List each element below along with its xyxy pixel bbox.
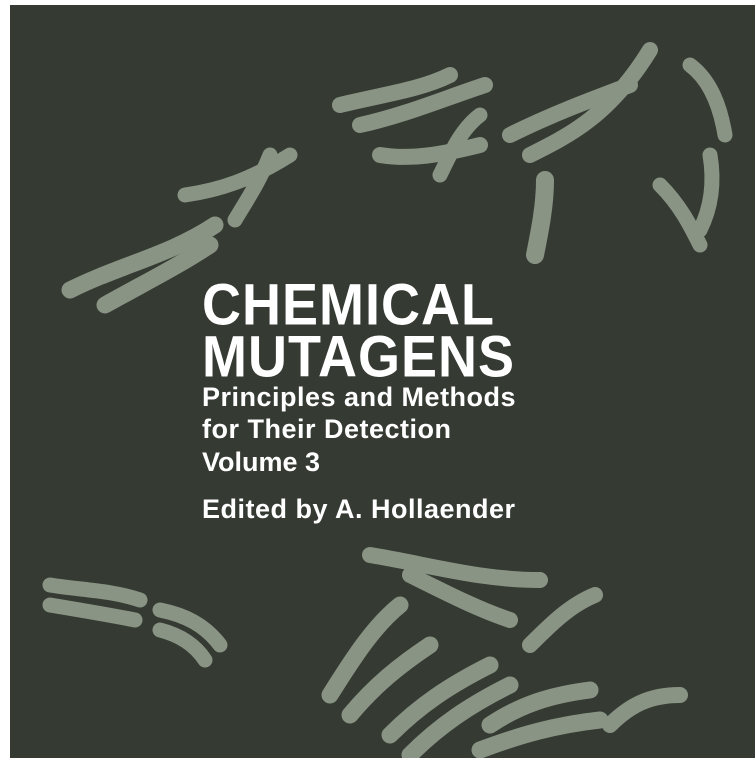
book-volume: Volume 3 xyxy=(202,447,321,477)
chromosome-shape xyxy=(401,676,519,758)
chromosome-shape xyxy=(152,622,213,668)
chromosome-shape xyxy=(692,147,720,238)
book-title-line-1: CHEMICAL xyxy=(202,272,495,338)
chromosome-shape xyxy=(481,681,599,734)
book-cover: CHEMICAL MUTAGENS Principles and Methods… xyxy=(10,5,755,758)
chromosome-group-top xyxy=(61,42,733,314)
chromosome-shape xyxy=(522,587,603,653)
chromosome-shape xyxy=(42,577,148,608)
chromosome-shape xyxy=(177,147,298,203)
chromosome-shape xyxy=(522,42,658,163)
chromosome-shape xyxy=(372,137,488,165)
chromosome-shape xyxy=(61,216,224,299)
book-title-line-2: MUTAGENS xyxy=(202,324,515,390)
chromosome-group-bottom xyxy=(42,547,688,758)
chromosome-shape xyxy=(381,656,499,744)
chromosome-shape xyxy=(341,636,439,724)
chromosome-shape xyxy=(682,57,733,143)
chromosome-shape xyxy=(602,687,688,733)
chromosome-shape xyxy=(96,236,219,314)
chromosome-shape xyxy=(652,177,708,253)
book-editor: Edited by A. Hollaender xyxy=(202,494,516,524)
chromosome-shape xyxy=(332,67,458,113)
chromosome-shape xyxy=(526,171,554,264)
chromosome-shape xyxy=(402,567,518,628)
chromosome-shape xyxy=(352,77,493,133)
chromosome-illustration xyxy=(42,42,733,758)
chromosome-shape xyxy=(227,147,278,228)
book-subtitle-line-2: for Their Detection xyxy=(202,414,452,444)
chromosome-shape xyxy=(321,596,409,704)
chromosome-shape xyxy=(471,711,609,758)
chromosome-shape xyxy=(152,602,228,653)
chromosome-shape xyxy=(42,597,143,628)
chromosome-shape xyxy=(362,547,548,588)
book-subtitle-line-1: Principles and Methods xyxy=(202,382,517,412)
chromosome-shape xyxy=(432,107,488,183)
cover-text-block: CHEMICAL MUTAGENS Principles and Methods… xyxy=(202,272,622,525)
